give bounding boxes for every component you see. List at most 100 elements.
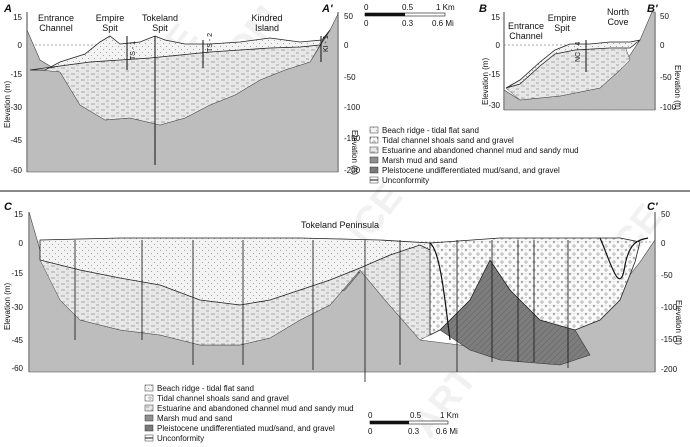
svg-text:-30: -30 <box>488 101 500 110</box>
svg-text:15: 15 <box>13 13 22 22</box>
c-wells <box>74 240 569 382</box>
svg-text:-30: -30 <box>11 303 23 312</box>
svg-text:-15: -15 <box>11 269 23 278</box>
a-left-ticks: 15 -15 -30 -45 -60 <box>10 13 22 175</box>
legend-bottom: Beach ridge - tidal flat sand Tidal chan… <box>144 384 354 443</box>
c-left-ticks: 15 0 -15 -30 -45 -60 <box>11 210 23 373</box>
svg-text:-60: -60 <box>11 364 23 373</box>
svg-text:0.5: 0.5 <box>402 3 414 12</box>
svg-text:1 Km: 1 Km <box>436 3 455 12</box>
svg-text:-100: -100 <box>661 303 678 312</box>
panel-c-corner-right: C' <box>647 201 658 213</box>
svg-text:0: 0 <box>344 41 349 50</box>
svg-text:50: 50 <box>344 12 353 21</box>
svg-text:-150: -150 <box>344 134 361 143</box>
svg-text:1 Km: 1 Km <box>440 411 459 420</box>
c-channel-curve-1 <box>429 242 451 341</box>
c-ylabel-right: Elevation (ft) <box>674 300 683 345</box>
b-ylabel-right: Elevation (ft) <box>673 65 682 110</box>
svg-text:0: 0 <box>368 427 373 436</box>
svg-text:50: 50 <box>661 210 670 219</box>
panel-a-corner-left: A <box>3 3 12 15</box>
svg-text:Beach ridge - tidal flat sand: Beach ridge - tidal flat sand <box>157 384 254 393</box>
well-label-nc-4: NC - 4 <box>575 42 582 62</box>
svg-text:-150: -150 <box>661 335 678 344</box>
a-ylabel-right: Elevation (ft) <box>350 130 359 175</box>
svg-text:0: 0 <box>660 41 665 50</box>
svg-text:0: 0 <box>19 239 24 248</box>
well-label-ki-1: KI - 1 <box>323 35 330 52</box>
svg-text:-50: -50 <box>660 73 672 82</box>
svg-text:-200: -200 <box>344 166 361 175</box>
svg-text:-45: -45 <box>11 336 23 345</box>
svg-text:-15: -15 <box>10 70 22 79</box>
svg-text:0: 0 <box>364 3 369 12</box>
panel-a-corner-right: A' <box>321 3 333 15</box>
svg-text:50: 50 <box>660 12 669 21</box>
b-ylabel-left: Elevation (m) <box>481 58 490 105</box>
svg-text:-50: -50 <box>661 271 673 280</box>
svg-text:0.6 Mi: 0.6 Mi <box>432 19 454 28</box>
panel-c-title: Tokeland Peninsula <box>301 220 379 230</box>
a-tick-l-0: 0 <box>18 41 23 50</box>
svg-text:-15: -15 <box>488 70 500 79</box>
svg-text:Beach ridge - tidal flat sand: Beach ridge - tidal flat sand <box>382 126 479 135</box>
svg-text:Marsh mud and sand: Marsh mud and sand <box>157 414 232 423</box>
svg-text:0.3: 0.3 <box>402 19 414 28</box>
panel-b-corner-left: B <box>479 3 487 15</box>
panel-c-corner-left: C <box>4 201 13 213</box>
c-beach-layer <box>39 237 431 306</box>
b-left-ticks: 15 0 -15 -30 <box>488 13 500 110</box>
svg-text:0.6 Mi: 0.6 Mi <box>436 427 458 436</box>
svg-text:0: 0 <box>661 239 666 248</box>
svg-text:0: 0 <box>496 41 501 50</box>
well-label-ts-1: TS - 1 <box>130 41 137 60</box>
svg-text:Pleistocene undifferentiated m: Pleistocene undifferentiated mud/sand, a… <box>382 166 560 175</box>
well-label-ts-2: TS - 2 <box>207 33 214 52</box>
a-beach-layer <box>29 29 331 71</box>
svg-text:15: 15 <box>491 13 500 22</box>
panel-c: C C' Tokeland Peninsula 15 0 -15 -30 -45… <box>3 201 683 382</box>
svg-text:-30: -30 <box>10 103 22 112</box>
svg-text:-100: -100 <box>660 103 677 112</box>
scale-bar-top: 0 0.5 1 Km 0 0.3 0.6 Mi <box>364 3 455 28</box>
c-right-ticks: 50 0 -50 -100 -150 -200 <box>661 210 678 374</box>
svg-text:-100: -100 <box>344 103 361 112</box>
svg-text:0: 0 <box>368 411 373 420</box>
svg-text:-60: -60 <box>10 166 22 175</box>
svg-text:-200: -200 <box>661 365 678 374</box>
svg-text:Marsh mud and sand: Marsh mud and sand <box>382 156 457 165</box>
legend-top: Beach ridge - tidal flat sand Tidal chan… <box>369 126 579 185</box>
svg-text:Estuarine and abandoned channe: Estuarine and abandoned channel mud and … <box>382 146 579 155</box>
svg-text:-50: -50 <box>344 73 356 82</box>
c-ylabel-left: Elevation (m) <box>3 283 12 330</box>
svg-text:Estuarine and abandoned channe: Estuarine and abandoned channel mud and … <box>157 404 354 413</box>
svg-text:15: 15 <box>14 210 23 219</box>
a-right-ticks: 50 0 -50 -100 -150 -200 <box>344 12 361 175</box>
c-gravel-layer <box>429 237 641 336</box>
c-channel-curve-2 <box>599 237 649 280</box>
svg-text:Tidal channel shoals sand and: Tidal channel shoals sand and gravel <box>157 394 289 403</box>
scale-bar-bottom: 0 0.5 1 Km 0 0.3 0.6 Mi <box>368 411 459 436</box>
svg-text:Pleistocene undifferentiated m: Pleistocene undifferentiated mud/sand, a… <box>157 424 335 433</box>
a-ylabel-left: Elevation (m) <box>3 81 12 128</box>
svg-text:0: 0 <box>364 19 369 28</box>
panel-b-corner-right: B' <box>647 3 658 15</box>
svg-text:Unconformity: Unconformity <box>382 176 429 185</box>
b-right-ticks: 50 0 -50 -100 <box>660 12 677 112</box>
svg-text:0.5: 0.5 <box>410 411 422 420</box>
svg-text:Tidal channel shoals sand and: Tidal channel shoals sand and gravel <box>382 136 514 145</box>
svg-text:0.3: 0.3 <box>408 427 420 436</box>
b-beach-layer <box>505 39 641 89</box>
svg-text:-45: -45 <box>10 136 22 145</box>
